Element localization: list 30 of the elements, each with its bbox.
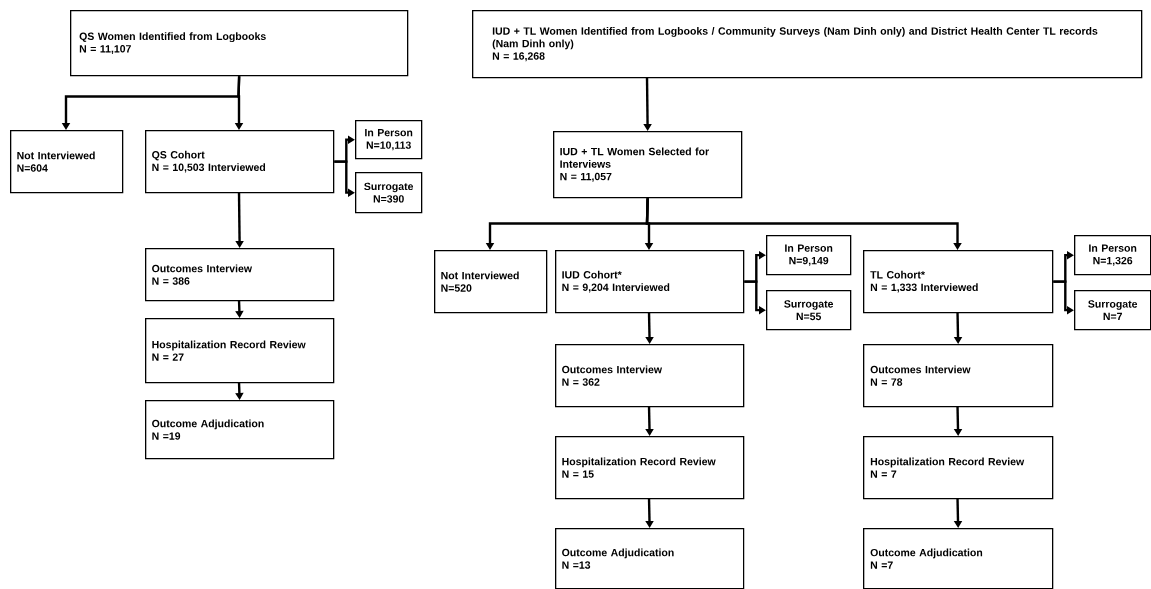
flow-box: Hospitalization Record Review N = 15 (555, 436, 745, 500)
flow-box: Surrogate N=390 (355, 172, 423, 214)
flow-box: IUD + TL Women Identified from Logbooks / Community Surveys (Nam Dinh only) and District Health Center TL records (Nam Dinh only) N = 16,268 (472, 10, 1143, 79)
arrow (334, 160, 355, 197)
flow-box: Outcome Adjudication N =7 (863, 528, 1054, 589)
arrow (645, 405, 654, 436)
flow-box: QS Women Identified from Logbooks N = 11,107 (70, 10, 409, 77)
flow-box: Hospitalization Record Review N = 7 (863, 436, 1054, 500)
arrow (645, 198, 962, 250)
flow-box: Not Interviewed N=520 (434, 250, 548, 314)
flow-box: IUD Cohort* N = 9,204 Interviewed (555, 250, 745, 314)
flow-box: TL Cohort* N = 1,333 Interviewed (863, 250, 1054, 314)
flow-box: Not Interviewed N=604 (10, 130, 124, 194)
flow-box: Surrogate N=7 (1074, 290, 1151, 331)
flow-box: Outcomes Interview N = 386 (145, 248, 335, 302)
arrow (645, 497, 654, 528)
flow-box: Outcome Adjudication N =19 (145, 400, 335, 460)
arrow (645, 312, 654, 344)
flow-box: Outcomes Interview N = 362 (555, 344, 745, 408)
flow-box: In Person N=10,113 (355, 120, 423, 160)
flow-box: Outcome Adjudication N =13 (555, 528, 745, 589)
flow-box: In Person N=9,149 (766, 235, 852, 276)
flow-box: In Person N=1,326 (1074, 235, 1151, 276)
flow-box: Surrogate N=55 (766, 290, 852, 331)
flow-box: Outcomes Interview N = 78 (863, 344, 1054, 408)
flow-box: IUD + TL Women Selected for Interviews N = 11,057 (553, 131, 743, 199)
arrow (235, 299, 244, 318)
arrow (235, 381, 244, 400)
flow-box: QS Cohort N = 10,503 Interviewed (145, 130, 335, 194)
flow-box: Hospitalization Record Review N = 27 (145, 318, 335, 384)
